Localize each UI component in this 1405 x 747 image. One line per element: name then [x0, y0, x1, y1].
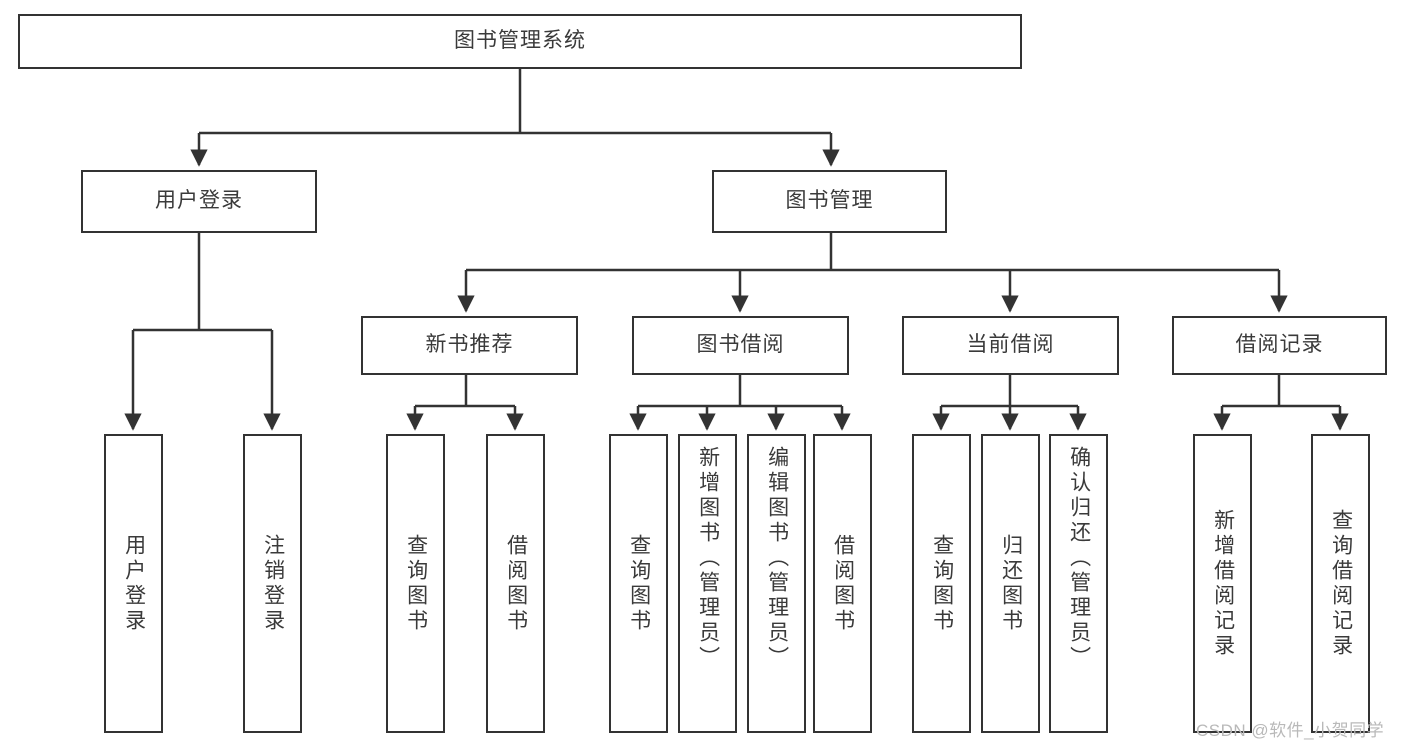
leaf-book-borrow-edit-label: 编辑图书（管理员）	[765, 446, 789, 671]
node-current-borrow-label: 当前借阅	[966, 333, 1055, 357]
node-borrow-record-label: 借阅记录	[1235, 333, 1324, 357]
node-book-manage[interactable]: 图书管理	[712, 170, 947, 233]
node-root-label: 图书管理系统	[454, 29, 586, 53]
leaf-borrow-record-query-label: 查询借阅记录	[1329, 508, 1353, 659]
leaf-borrow-record-add-label: 新增借阅记录	[1211, 508, 1235, 659]
leaf-book-borrow-add-label: 新增图书（管理员）	[696, 446, 720, 671]
node-user-login[interactable]: 用户登录	[81, 170, 317, 233]
leaf-book-borrow-lend[interactable]: 借阅图书	[813, 434, 872, 733]
node-new-book-recommend[interactable]: 新书推荐	[361, 316, 578, 375]
node-user-login-label: 用户登录	[155, 189, 243, 213]
leaf-current-borrow-return[interactable]: 归还图书	[981, 434, 1040, 733]
leaf-current-borrow-confirm-label: 确认归还（管理员）	[1067, 446, 1091, 671]
leaf-book-borrow-lend-label: 借阅图书	[831, 533, 855, 634]
leaf-current-borrow-query-label: 查询图书	[930, 533, 954, 634]
leaf-book-borrow-edit[interactable]: 编辑图书（管理员）	[747, 434, 806, 733]
leaf-user-login-logout-label: 注销登录	[261, 533, 285, 634]
node-current-borrow[interactable]: 当前借阅	[902, 316, 1119, 375]
leaf-current-borrow-return-label: 归还图书	[999, 533, 1023, 634]
leaf-user-login-logout[interactable]: 注销登录	[243, 434, 302, 733]
leaf-new-book-borrow[interactable]: 借阅图书	[486, 434, 545, 733]
leaf-new-book-borrow-label: 借阅图书	[504, 533, 528, 634]
node-book-borrow-label: 图书借阅	[696, 333, 785, 357]
leaf-book-borrow-add[interactable]: 新增图书（管理员）	[678, 434, 737, 733]
node-new-book-recommend-label: 新书推荐	[425, 333, 514, 357]
leaf-current-borrow-query[interactable]: 查询图书	[912, 434, 971, 733]
leaf-book-borrow-query[interactable]: 查询图书	[609, 434, 668, 733]
node-root[interactable]: 图书管理系统	[18, 14, 1022, 69]
leaf-user-login-login[interactable]: 用户登录	[104, 434, 163, 733]
node-borrow-record[interactable]: 借阅记录	[1172, 316, 1387, 375]
leaf-new-book-query[interactable]: 查询图书	[386, 434, 445, 733]
leaf-user-login-login-label: 用户登录	[122, 533, 146, 634]
leaf-new-book-query-label: 查询图书	[404, 533, 428, 634]
leaf-borrow-record-add[interactable]: 新增借阅记录	[1193, 434, 1252, 733]
leaf-current-borrow-confirm[interactable]: 确认归还（管理员）	[1049, 434, 1108, 733]
leaf-book-borrow-query-label: 查询图书	[627, 533, 651, 634]
node-book-borrow[interactable]: 图书借阅	[632, 316, 849, 375]
csdn-watermark: CSDN @软件_小贺同学	[1196, 721, 1385, 740]
leaf-borrow-record-query[interactable]: 查询借阅记录	[1311, 434, 1370, 733]
node-book-manage-label: 图书管理	[785, 189, 874, 213]
